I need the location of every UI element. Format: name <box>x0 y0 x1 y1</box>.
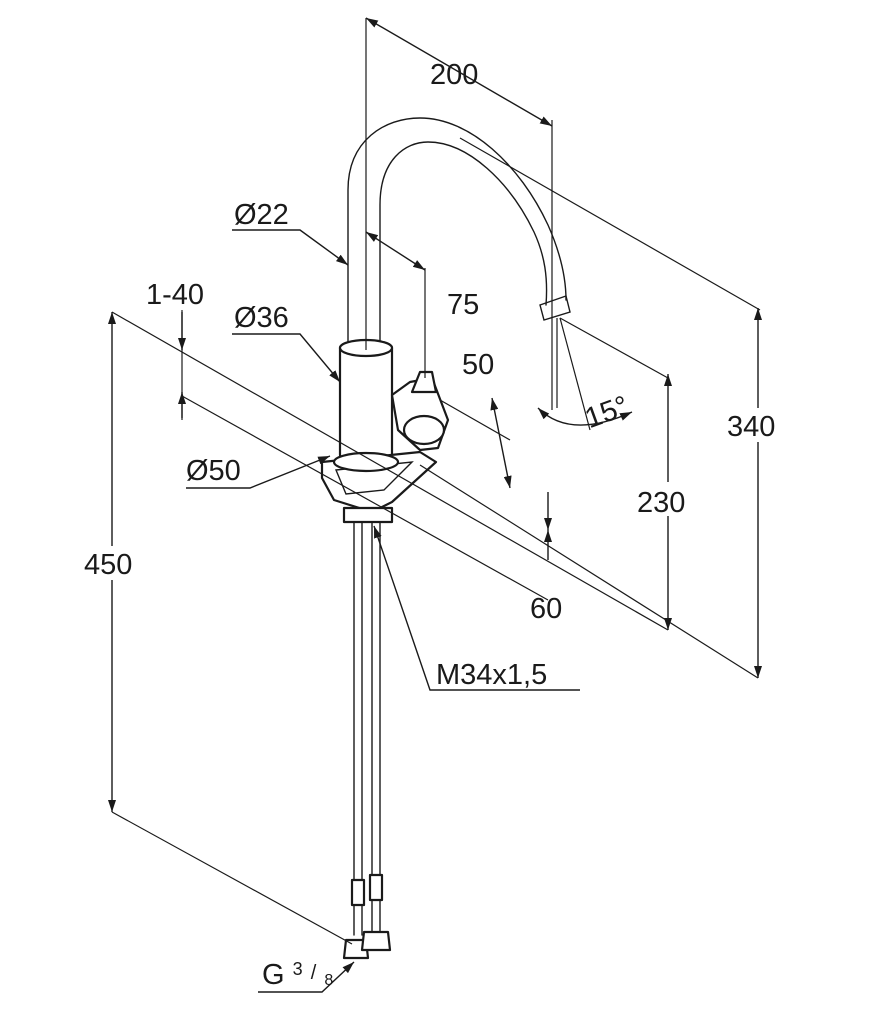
label-75: 75 <box>447 289 479 321</box>
dim-line-200 <box>365 17 553 127</box>
label-dia36: Ø36 <box>234 302 289 334</box>
label-dia22: Ø22 <box>234 199 289 231</box>
lever-cap <box>402 414 446 446</box>
label-200: 200 <box>430 59 478 91</box>
label-50: 50 <box>462 349 494 381</box>
lever-stem <box>410 370 438 394</box>
spout-inner <box>379 141 548 346</box>
dimensions: 200 Ø22 75 1-40 Ø36 50 15° Ø50 <box>80 17 792 993</box>
leader-m34 <box>373 525 580 691</box>
label-1-40: 1-40 <box>146 279 204 311</box>
label-15deg: 15° <box>581 390 633 435</box>
label-g38: G 3 / 8 <box>262 950 333 991</box>
leader-dia50 <box>186 455 331 489</box>
leader-dia22 <box>232 229 349 266</box>
label-340: 340 <box>727 411 775 443</box>
label-g38-denominator: 8 <box>324 972 333 989</box>
hose-fitting-right <box>360 930 392 952</box>
spout <box>347 117 567 346</box>
mounting-nut <box>342 506 394 524</box>
label-g38-slash: / <box>311 962 317 984</box>
dim-line-75 <box>365 231 426 271</box>
label-60: 60 <box>530 593 562 625</box>
label-g38-numerator: 3 <box>293 959 303 979</box>
supply-hose-right <box>371 521 381 936</box>
spout-outlet <box>539 295 571 321</box>
faucet-body <box>338 339 394 465</box>
leader-dia36 <box>232 333 341 383</box>
supply-hose-left <box>353 521 363 936</box>
leader-g38 <box>258 961 355 993</box>
hose-crimp-right <box>368 873 384 902</box>
label-m34: M34x1,5 <box>436 659 547 691</box>
arc-15deg <box>537 407 633 426</box>
label-dia50: Ø50 <box>186 455 241 487</box>
faucet-illustration <box>320 117 571 960</box>
label-230: 230 <box>637 487 685 519</box>
base-ring <box>332 451 400 473</box>
hose-crimp-left <box>350 878 366 907</box>
label-450: 450 <box>84 549 132 581</box>
label-g38-prefix: G <box>262 959 285 991</box>
dim-line-50 <box>490 397 512 489</box>
